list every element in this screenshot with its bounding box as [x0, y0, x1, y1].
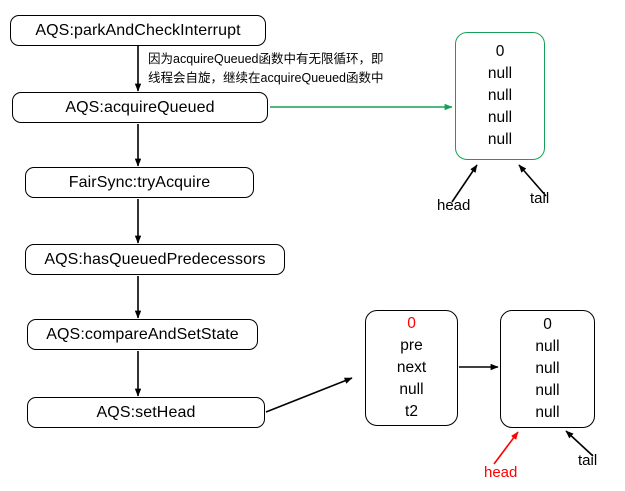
flow-step-label: FairSync:tryAcquire — [68, 173, 211, 191]
queue-bottom-tail-label: tail — [578, 452, 598, 469]
arrow-sethead-to-node — [265, 377, 353, 413]
annotation-loop-note: 因为acquireQueued函数中有无限循环，即 线程会自旋，继续在acqui… — [148, 50, 383, 88]
queue-top-head-label: head — [437, 197, 471, 214]
queue-node-bottom-right: 0 null null null null — [500, 310, 595, 428]
node-cell-next: next — [396, 359, 427, 376]
flow-step-acquire-queued[interactable]: AQS:acquireQueued — [12, 92, 268, 123]
flow-step-compare-and-set-state[interactable]: AQS:compareAndSetState — [27, 319, 258, 350]
node-cell-null: null — [399, 381, 424, 398]
node-cell-state: 0 — [407, 315, 416, 332]
node-cell-extra: null — [535, 404, 560, 421]
flow-step-has-queued-predecessors[interactable]: AQS:hasQueuedPredecessors — [25, 244, 285, 275]
flow-step-label: AQS:acquireQueued — [65, 98, 215, 116]
flow-step-set-head[interactable]: AQS:setHead — [27, 397, 265, 428]
node-cell-prev: pre — [400, 337, 423, 354]
annotation-line-1: 因为acquireQueued函数中有无限循环，即 — [148, 52, 384, 66]
annotation-line-2: 线程会自旋，继续在acquireQueued函数中 — [148, 70, 384, 85]
node-cell-next: null — [535, 360, 560, 377]
node-cell-prev: null — [535, 338, 560, 355]
node-cell-thread: t2 — [405, 403, 418, 420]
queue-node-bottom-left: 0 pre next null t2 — [365, 310, 458, 426]
node-cell-state: 0 — [543, 316, 552, 333]
node-cell-thread: null — [535, 382, 560, 399]
queue-node-top: 0 null null null null — [455, 32, 545, 160]
flow-step-label: AQS:compareAndSetState — [46, 325, 239, 343]
flow-step-label: AQS:hasQueuedPredecessors — [44, 250, 266, 268]
flow-step-park-and-check-interrupt[interactable]: AQS:parkAndCheckInterrupt — [10, 15, 266, 46]
queue-bottom-head-label: head — [484, 464, 518, 481]
node-cell-state: 0 — [495, 43, 505, 60]
node-cell-next: null — [487, 87, 513, 104]
flow-step-label: AQS:parkAndCheckInterrupt — [35, 21, 241, 39]
queue-top-tail-label: tail — [530, 190, 550, 207]
node-cell-extra: null — [487, 131, 513, 148]
node-cell-thread: null — [487, 109, 513, 126]
arrow-head-pointer-bottom — [493, 431, 519, 465]
flow-step-label: AQS:setHead — [96, 403, 196, 421]
node-cell-prev: null — [487, 65, 513, 82]
flow-step-try-acquire[interactable]: FairSync:tryAcquire — [25, 167, 254, 198]
